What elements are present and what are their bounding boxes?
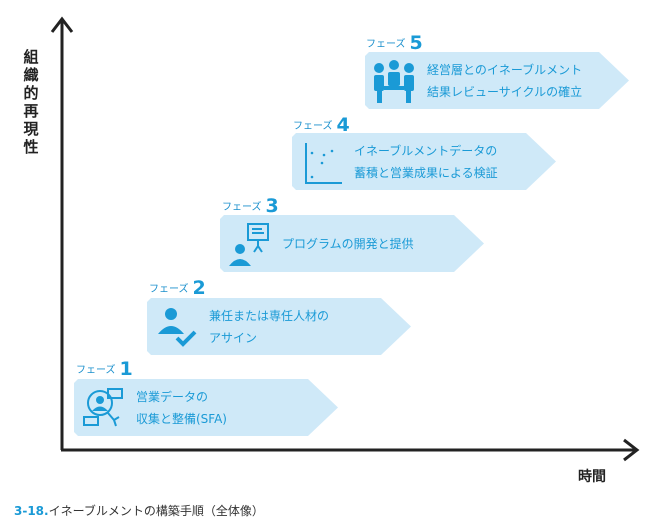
crm-data-icon [80,385,126,431]
meeting-icon [371,58,417,104]
caption-number: 3-18. [14,504,49,518]
phase-4-box: イネーブルメントデータの蓄積と営業成果による検証 [292,133,556,190]
phase-3-line-1: プログラムの開発と提供 [282,236,414,251]
caption-title: イネーブルメントの構築手順（全体像） [48,504,264,518]
scatter-chart-icon [298,139,344,185]
figure-caption: 3-18.イネーブルメントの構築手順（全体像） [14,502,264,519]
phase-5-box: 経営層とのイネーブルメント結果レビューサイクルの確立 [365,52,629,109]
phase-1-line-1: 営業データの [136,389,209,404]
phase-2-line-1: 兼任または専任人材の [209,308,330,323]
phase-2-box: 兼任または専任人材のアサイン [147,298,411,355]
person-check-icon [153,304,199,350]
phase-4-line-1: イネーブルメントデータの [354,143,498,158]
phase-2-line-2: アサイン [209,330,258,345]
x-axis-label: 時間 [578,469,606,485]
phase-5-line-1: 経営層とのイネーブルメント [427,62,583,77]
phase-3-box: プログラムの開発と提供 [220,215,484,272]
phase-1-box: 営業データの収集と整備(SFA) [74,379,338,436]
presentation-icon [226,221,272,267]
y-axis-label: 組織的再現性 [23,48,39,156]
phase-4-line-2: 蓄積と営業成果による検証 [354,165,498,180]
phase-1-line-2: 収集と整備(SFA) [136,411,227,426]
phase-5-line-2: 結果レビューサイクルの確立 [427,84,583,99]
